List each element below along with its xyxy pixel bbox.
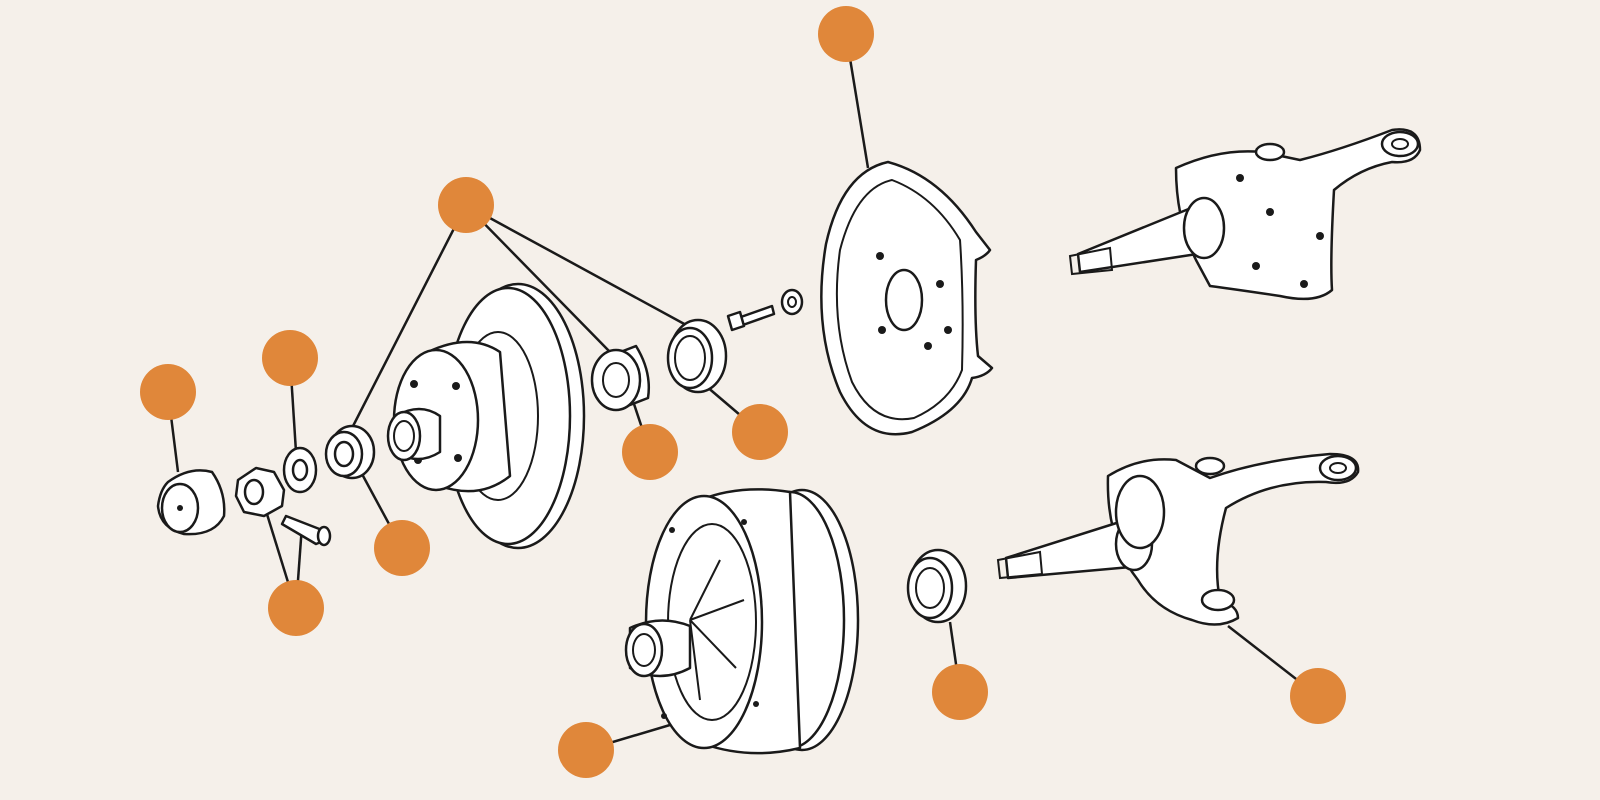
spindle-lower-part bbox=[996, 452, 1360, 626]
parts bbox=[156, 128, 1422, 755]
callout-drum-hub[interactable] bbox=[558, 722, 614, 778]
callout-outer-bearing[interactable] bbox=[374, 520, 430, 576]
callout-backing-plate[interactable] bbox=[818, 6, 874, 62]
callout-markers bbox=[140, 6, 1346, 778]
leader-bearing-seal bbox=[465, 203, 689, 328]
disc-rotor-hub-part bbox=[386, 282, 586, 550]
callout-dust-cap[interactable] bbox=[140, 364, 196, 420]
backing-plate-bolt-part bbox=[726, 288, 804, 332]
drum-brake-hub-part bbox=[624, 488, 860, 755]
leader-bearing-inner bbox=[465, 204, 611, 353]
callout-inner-bearing[interactable] bbox=[622, 424, 678, 480]
clamp-nut-part bbox=[234, 466, 332, 547]
callout-spindle[interactable] bbox=[1290, 668, 1346, 724]
dust-cap-part bbox=[156, 469, 226, 536]
inner-bearing-part bbox=[590, 344, 650, 412]
outer-bearing-part bbox=[324, 424, 376, 480]
callout-clamp-nut[interactable] bbox=[268, 580, 324, 636]
leader-bearing-outer bbox=[348, 204, 468, 433]
thrust-washer-part bbox=[282, 446, 318, 494]
callout-grease-seal[interactable] bbox=[732, 404, 788, 460]
grease-seal-part bbox=[666, 318, 728, 394]
callout-bearing-group[interactable] bbox=[438, 177, 494, 233]
disc-backing-plate-part bbox=[820, 160, 994, 436]
spindle-upper-part bbox=[1068, 128, 1422, 301]
callout-thrust-washer[interactable] bbox=[262, 330, 318, 386]
callout-drum-seal[interactable] bbox=[932, 664, 988, 720]
drum-grease-seal-part bbox=[906, 548, 968, 624]
